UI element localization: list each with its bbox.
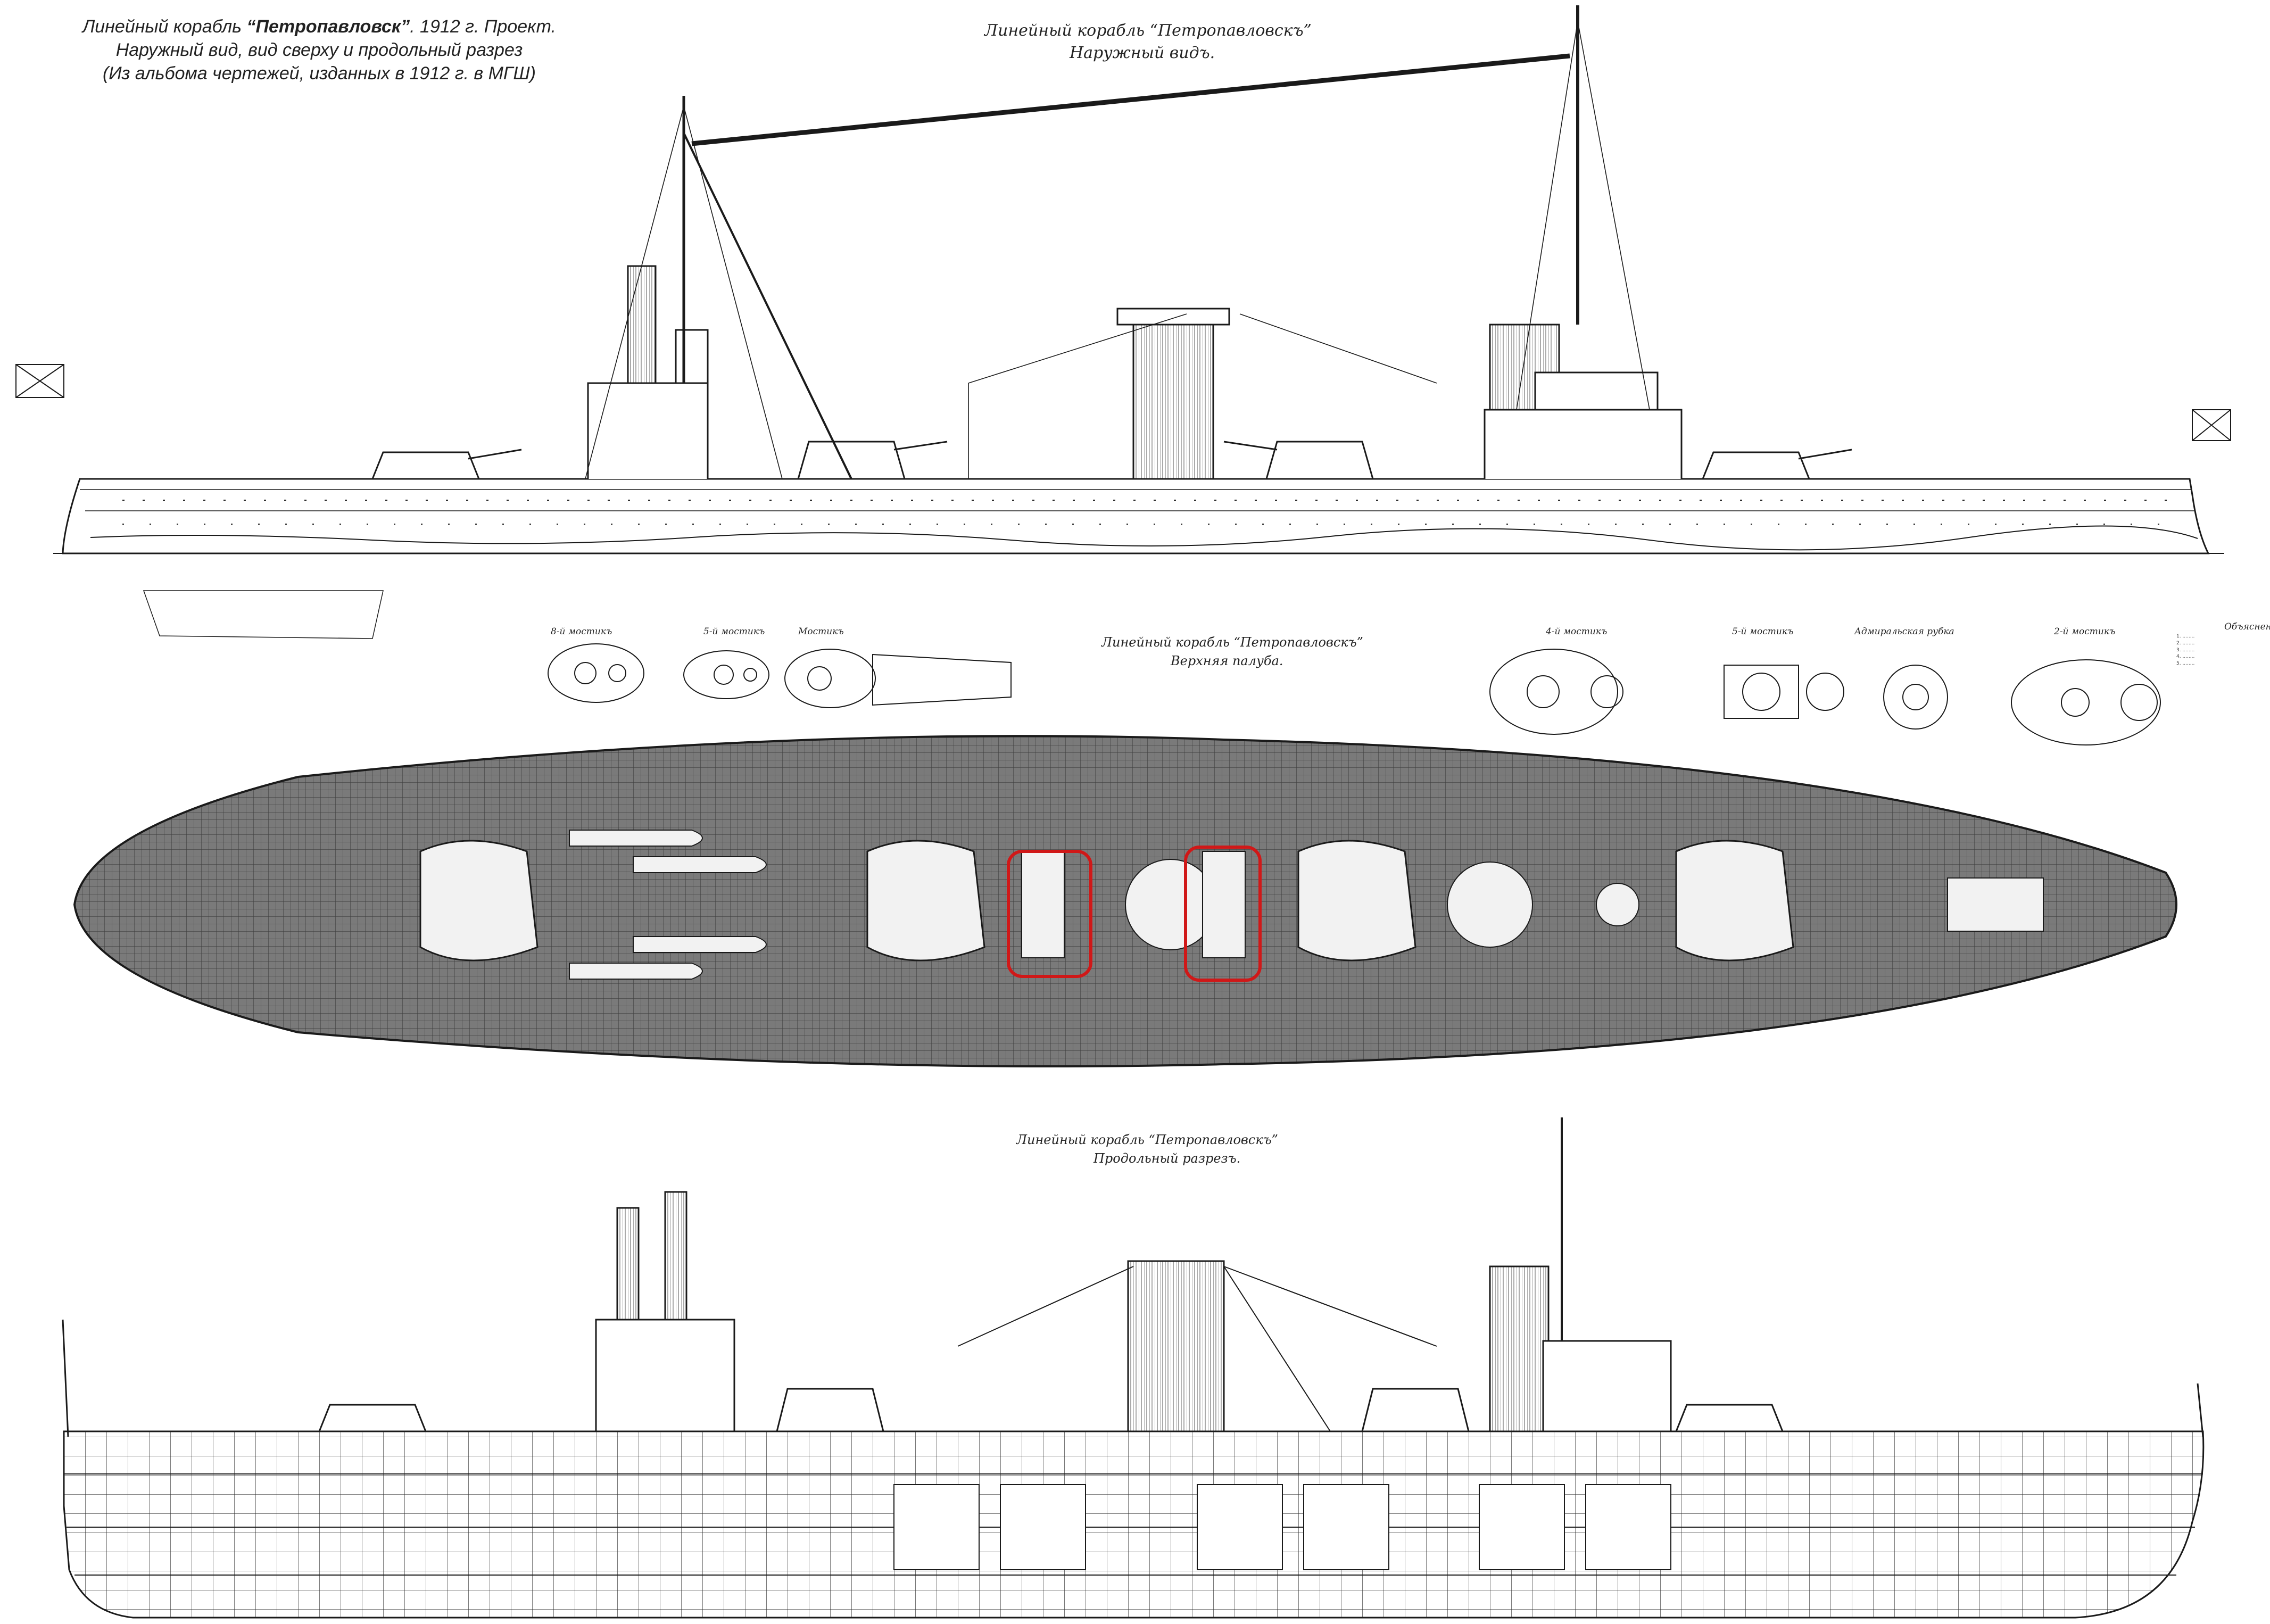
exterior-title: Линейный корабль “Петропавловскъ” — [984, 21, 1312, 40]
highlight-box-left — [1007, 850, 1092, 978]
deck-boats — [569, 830, 767, 980]
section-funnel — [1127, 1260, 1225, 1432]
ship-name: “Петропавловск” — [246, 16, 410, 37]
legend-item: 4. ........ — [2176, 654, 2195, 660]
legend-title: Объясненія — [2224, 622, 2270, 632]
legend-item: 5. ........ — [2176, 661, 2195, 667]
funnel-plan — [1447, 861, 1533, 948]
detail-plan — [872, 653, 1012, 706]
section-title: Линейный корабль “Петропавловскъ” — [1016, 1132, 1278, 1147]
caption-line-2: Наружный вид, вид сверху и продольный ра… — [115, 40, 523, 60]
bridge-detail-plans — [548, 643, 2161, 745]
exterior-side-view — [15, 5, 2231, 639]
section-turrets — [318, 1388, 1784, 1432]
detail-plan — [1883, 665, 1948, 730]
hull — [62, 478, 2210, 554]
detail-plan — [548, 643, 644, 703]
top-view-title: Линейный корабль “Петропавловскъ” — [1101, 635, 1363, 650]
deck-turrets — [419, 840, 1794, 962]
boat-derrick-boom — [691, 53, 1570, 146]
label-admiral-cabin: Адмиральская рубка — [1854, 626, 1954, 637]
upper-deck-plan — [73, 735, 2177, 1067]
caption-line-1: Линейный корабль “Петропавловск”. 1912 г… — [82, 16, 556, 37]
legend-list: 1. ........ 2. ........ 3. ........ 4. .… — [2176, 633, 2194, 667]
section-funnel — [1489, 1265, 1550, 1432]
label-bridge-f: 2-й мостикъ — [2054, 626, 2116, 637]
label-bridge-c: Мостикъ — [798, 626, 844, 637]
label-bridge-e: 5-й мостикъ — [1732, 626, 1794, 637]
legend-item: 2. ........ — [2176, 640, 2195, 646]
detail-plan — [784, 649, 876, 708]
longitudinal-section — [62, 1117, 2205, 1619]
legend-item: 1. ........ — [2176, 634, 2195, 639]
figure-caption: Линейный корабль “Петропавловск”. 1912 г… — [51, 15, 588, 85]
section-hull — [63, 1430, 2205, 1619]
label-bridge-b: 5-й мостикъ — [703, 626, 765, 637]
section-subtitle: Продольный разрезъ. — [1093, 1151, 1241, 1166]
detail-plan — [683, 650, 769, 699]
detail-plan — [2011, 659, 2161, 745]
label-bridge-a: 8-й мостикъ — [551, 626, 612, 637]
highlight-box-right — [1184, 846, 1262, 982]
exterior-subtitle: Наружный видъ. — [1070, 44, 1215, 62]
caption-line-3: (Из альбома чертежей, изданных в 1912 г.… — [102, 63, 536, 84]
top-view-subtitle: Верхняя палуба. — [1171, 653, 1283, 668]
legend-item: 3. ........ — [2176, 647, 2195, 653]
detail-plan — [1489, 649, 1618, 735]
detail-plan — [1724, 665, 1799, 719]
label-bridge-d: 4-й мостикъ — [1546, 626, 1608, 637]
exterior-turrets — [371, 441, 1852, 480]
